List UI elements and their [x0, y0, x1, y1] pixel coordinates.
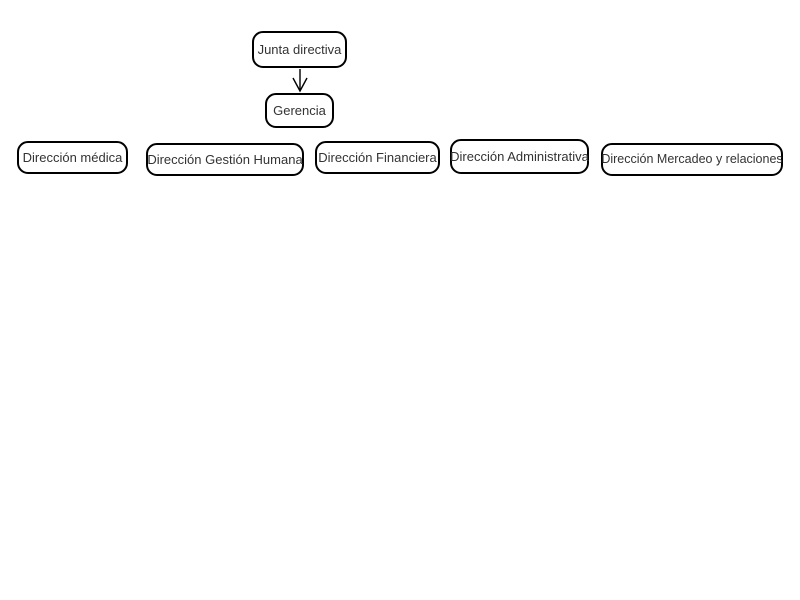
node-direccion-medica[interactable]: Dirección médica — [17, 141, 128, 174]
node-label: Dirección Financiera — [318, 150, 437, 165]
arrowhead-down-icon — [292, 77, 308, 93]
node-label: Junta directiva — [257, 42, 342, 57]
node-gerencia[interactable]: Gerencia — [265, 93, 334, 128]
node-direccion-administrativa[interactable]: Dirección Administrativa — [450, 139, 589, 174]
node-label: Dirección Gestión Humana — [147, 152, 303, 167]
node-direccion-gestion-humana[interactable]: Dirección Gestión Humana — [146, 143, 304, 176]
node-junta-directiva[interactable]: Junta directiva — [252, 31, 347, 68]
node-label: Gerencia — [273, 103, 326, 118]
node-label: Dirección médica — [22, 150, 123, 165]
node-direccion-financiera[interactable]: Dirección Financiera — [315, 141, 440, 174]
node-direccion-mercadeo-y-relaciones[interactable]: Dirección Mercadeo y relaciones — [601, 143, 783, 176]
node-label: Dirección Mercadeo y relaciones — [601, 152, 783, 167]
node-label: Dirección Administrativa — [450, 149, 589, 164]
